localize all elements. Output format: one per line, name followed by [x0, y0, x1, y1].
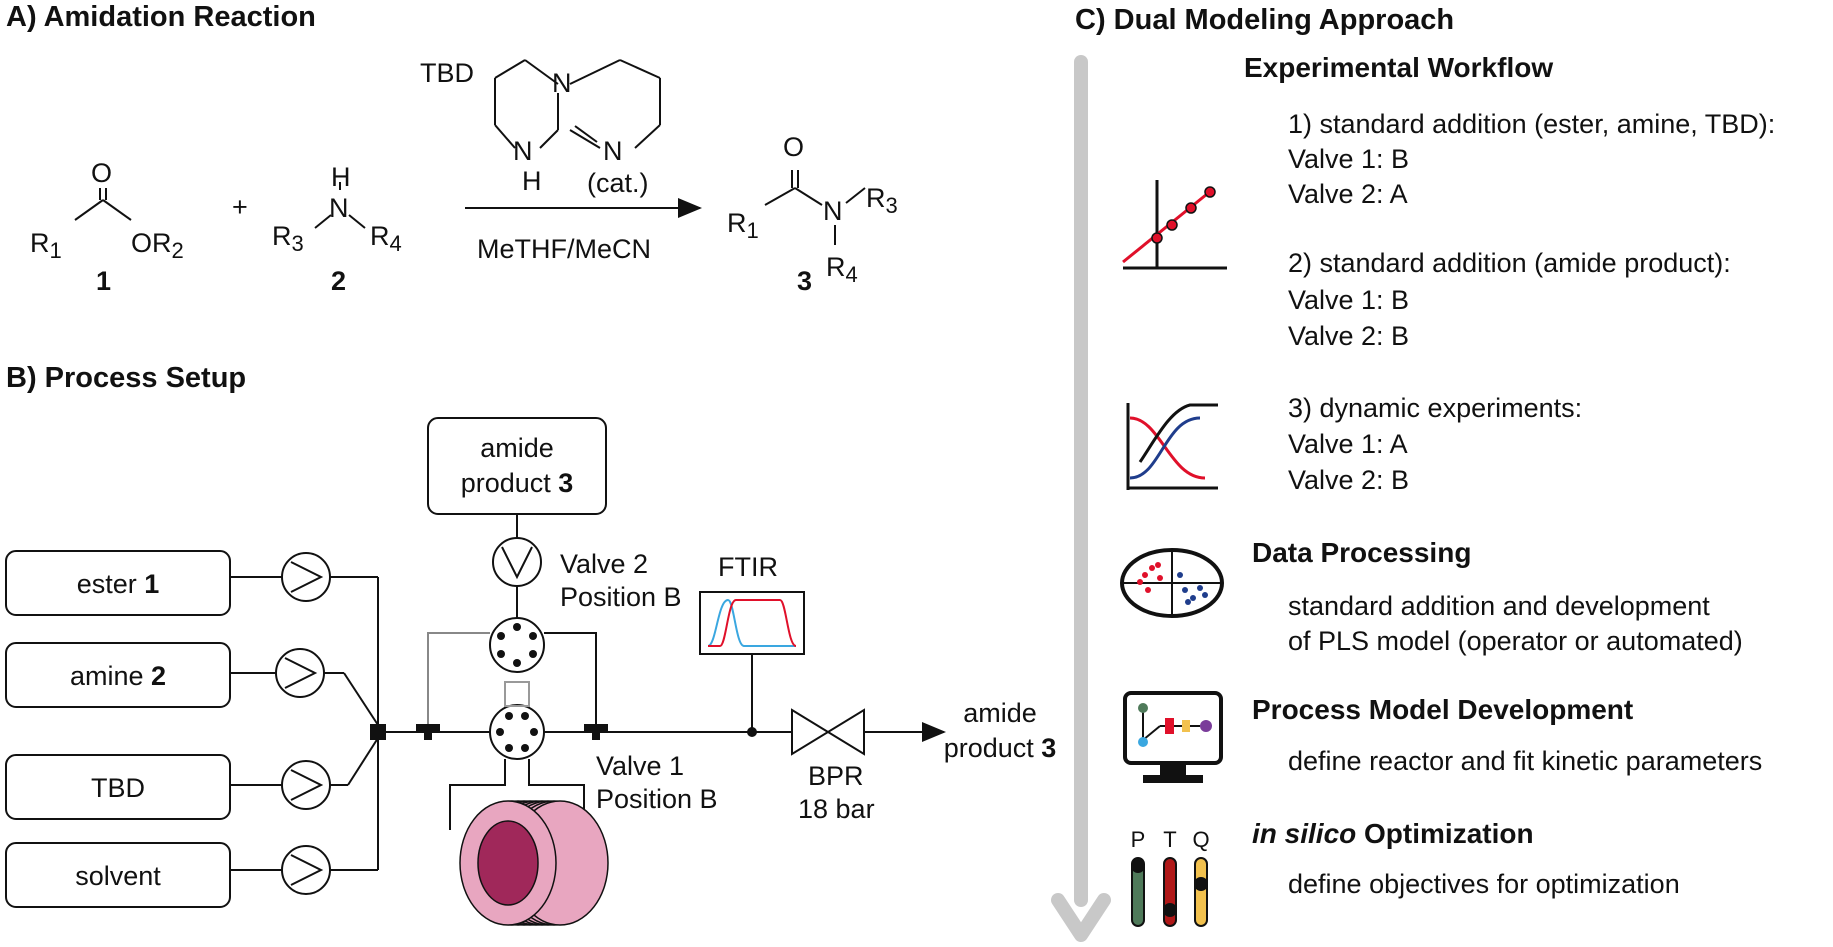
step1-text: 1) standard addition (ester, amine, TBD)…	[1288, 109, 1775, 139]
compound-3-label: 3	[797, 266, 812, 296]
mixer-junction	[370, 724, 386, 740]
bypass-line-black	[544, 632, 597, 726]
valve-1	[489, 681, 545, 760]
ftir-label: FTIR	[718, 552, 778, 582]
step3-text: 3) dynamic experiments:	[1288, 393, 1582, 423]
optimization-heading: in silico Optimization	[1252, 818, 1534, 849]
process-model-line1: define reactor and fit kinetic parameter…	[1288, 746, 1762, 776]
amine-structure	[314, 182, 366, 229]
section-a-amidation: A) Amidation Reaction O R1 OR2 1 + H N R…	[6, 1, 898, 296]
tbd-n-right: N	[603, 136, 623, 166]
feed-box-solvent	[5, 842, 231, 908]
pls-scores-icon	[1120, 548, 1224, 618]
catalyst-note: (cat.)	[587, 168, 649, 198]
amine-r4: R4	[370, 221, 402, 256]
valve2-label-line2: Position B	[560, 582, 682, 612]
slider-label-p: P	[1131, 827, 1146, 852]
amide-oxygen: O	[783, 132, 804, 162]
pump-solvent	[281, 845, 331, 895]
amide-r1: R1	[727, 208, 759, 243]
data-processing-line2: of PLS model (operator or automated)	[1288, 626, 1743, 656]
step1-valve2: Valve 2: A	[1288, 179, 1408, 209]
tbd-h: H	[522, 166, 542, 196]
compound-1-label: 1	[96, 266, 111, 296]
amide-structure	[764, 170, 866, 245]
amide-reservoir-line1: amide	[480, 433, 554, 463]
valve1-label-line2: Position B	[596, 784, 718, 814]
outlet-label-line1: amide	[963, 698, 1037, 728]
section-c-title: C) Dual Modeling Approach	[1075, 4, 1454, 36]
bpr-valve	[791, 708, 865, 756]
tbd-structure	[494, 59, 661, 149]
step2-valve2: Valve 2: B	[1288, 321, 1409, 351]
tbd-n-left: N	[513, 136, 533, 166]
step3-valve1: Valve 1: A	[1288, 429, 1408, 459]
feed-label-ester: ester 1	[77, 569, 160, 599]
section-b-process: B) Process Setup ester 1 amine 2 TBD sol…	[5, 362, 1057, 926]
data-processing-line1: standard addition and development	[1288, 591, 1710, 621]
feed-label-solvent: solvent	[75, 861, 161, 891]
feed-boxes	[5, 550, 231, 908]
catalyst-name: TBD	[420, 58, 474, 88]
amine-nitrogen: N	[329, 193, 349, 223]
ftir-spectrum	[699, 591, 805, 655]
amide-nitrogen: N	[823, 196, 843, 226]
amine-hydrogen: H	[331, 162, 351, 192]
feed-box-tbd	[5, 754, 231, 820]
ester-oxygen: O	[91, 158, 112, 188]
reactor-inlet	[449, 759, 506, 830]
plus-sign: +	[232, 192, 248, 222]
feed-pumps	[275, 552, 331, 895]
valve1-label-line1: Valve 1	[596, 751, 684, 781]
amide-r4: R4	[826, 252, 858, 287]
optimization-line1: define objectives for optimization	[1288, 869, 1680, 899]
slider-label-t: T	[1163, 827, 1176, 852]
bpr-label-line1: BPR	[808, 761, 864, 791]
feed-box-ester	[5, 550, 231, 616]
reactor-coil	[459, 800, 609, 926]
section-a-title: A) Amidation Reaction	[6, 1, 316, 33]
ester-r1: R1	[30, 228, 62, 263]
pump-tbd	[281, 760, 331, 810]
tbd-n-top: N	[552, 68, 572, 98]
step3-valve2: Valve 2: B	[1288, 465, 1409, 495]
amide-r3: R3	[866, 183, 898, 218]
amide-reservoir-line2: product 3	[461, 468, 574, 498]
compound-2-label: 2	[331, 266, 346, 296]
step2-text: 2) standard addition (amide product):	[1288, 248, 1731, 278]
valve2-label-line1: Valve 2	[560, 549, 648, 579]
slider-label-q: Q	[1192, 827, 1209, 852]
feed-box-amine	[5, 642, 231, 708]
outlet-label-line2: product 3	[944, 733, 1057, 763]
section-c-modeling: C) Dual Modeling Approach Experimental W…	[1051, 4, 1775, 942]
experimental-workflow-heading: Experimental Workflow	[1244, 52, 1553, 83]
section-b-title: B) Process Setup	[6, 362, 246, 394]
step2-valve1: Valve 1: B	[1288, 285, 1409, 315]
sliders-icon: P T Q	[1131, 827, 1210, 927]
data-processing-heading: Data Processing	[1252, 537, 1471, 568]
ester-structure	[74, 188, 132, 221]
feed-label-tbd: TBD	[91, 773, 145, 803]
monitor-icon	[1123, 691, 1223, 783]
process-model-heading: Process Model Development	[1252, 694, 1633, 725]
pump-amine	[275, 648, 325, 698]
amine-r3: R3	[272, 221, 304, 256]
feed-label-amine: amine 2	[70, 661, 166, 691]
step1-valve1: Valve 1: B	[1288, 144, 1409, 174]
solvent-label: MeTHF/MeCN	[477, 234, 651, 264]
tee-junctions	[416, 724, 608, 740]
standard-addition-icon	[1122, 180, 1227, 270]
valve-2	[489, 617, 545, 673]
reactor-outlet	[528, 759, 585, 830]
dynamic-experiments-icon	[1126, 403, 1218, 490]
ester-or2: OR2	[131, 228, 184, 263]
pump-ester	[281, 552, 331, 602]
pump-amide-product	[492, 537, 542, 587]
bypass-line-gray	[427, 632, 490, 726]
workflow-arrow-head	[1051, 893, 1111, 942]
bpr-label-line2: 18 bar	[798, 794, 875, 824]
